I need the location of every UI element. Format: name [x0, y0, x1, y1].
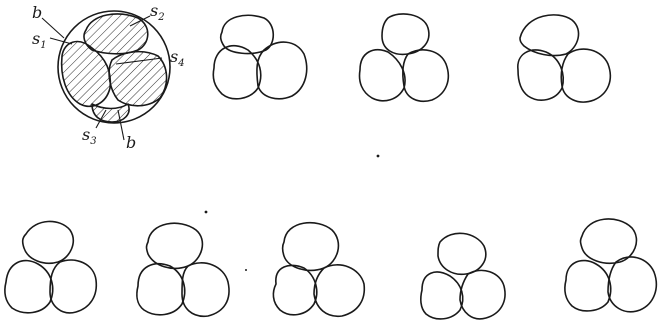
- label-s2: s2: [150, 1, 165, 23]
- embryo-bottom-4: [421, 233, 505, 319]
- blastomere-s4: [109, 52, 166, 106]
- blastomere-s3: [92, 104, 129, 122]
- label-s3: s3: [82, 125, 97, 147]
- embryo-top-2: [213, 15, 306, 98]
- embryo-bottom-5: [565, 219, 656, 312]
- annotated-embryo: b s1 s2 s4 s3 b: [32, 1, 185, 152]
- embryo-top-4: [518, 15, 611, 102]
- pointer-s1: [50, 38, 72, 44]
- pointer-b-top: [42, 18, 64, 38]
- embryo-bottom-3: [273, 223, 364, 317]
- label-s1: s1: [32, 29, 47, 51]
- label-b-bottom: b: [126, 133, 136, 152]
- speck: [245, 269, 247, 271]
- embryo-bottom-2: [137, 223, 229, 316]
- label-s4: s4: [170, 47, 185, 69]
- speck: [205, 211, 208, 214]
- blastomere-s2: [84, 14, 148, 54]
- label-b-top: b: [32, 3, 42, 22]
- embryo-bottom-1: [5, 221, 96, 312]
- embryo-top-3: [360, 14, 449, 101]
- speck: [377, 155, 380, 158]
